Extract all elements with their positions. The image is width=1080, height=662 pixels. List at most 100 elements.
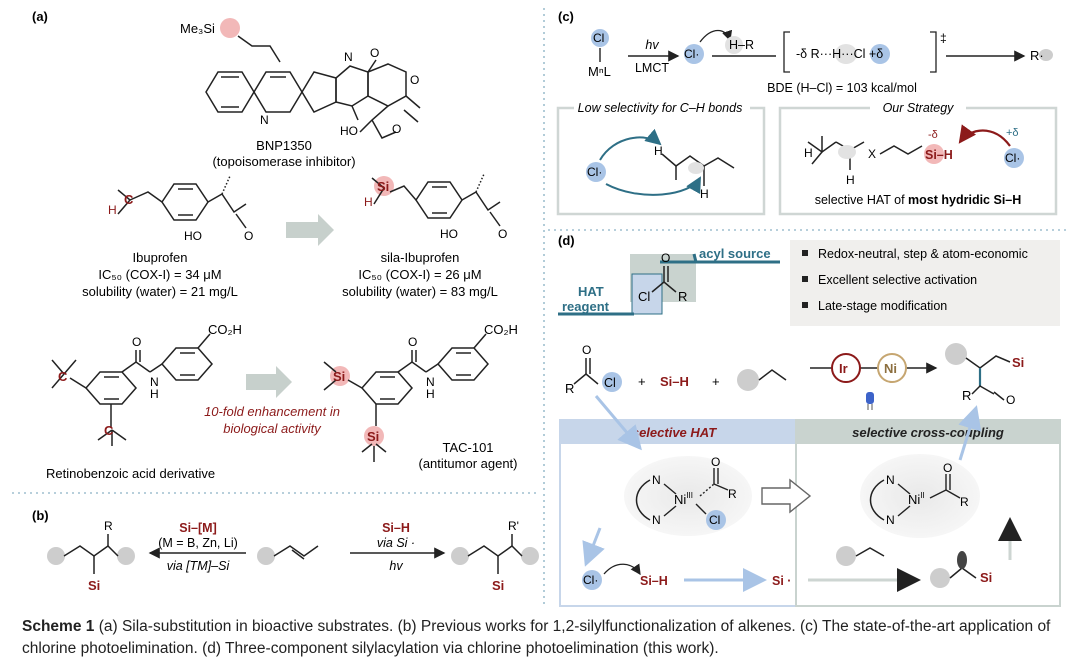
d-hat-2: reagent bbox=[562, 299, 610, 314]
bnp-o-ring: O bbox=[410, 73, 419, 87]
sila-ibuprofen-name: sila-Ibuprofen bbox=[381, 250, 460, 265]
c-cl-radical: Cl· bbox=[684, 47, 699, 61]
caption-text: (a) Sila-substitution in bioactive subst… bbox=[22, 618, 1051, 657]
sila-o: O bbox=[498, 227, 507, 241]
c-hr: H–R bbox=[729, 38, 754, 52]
low-sel-h2: H bbox=[700, 187, 709, 201]
ibu-h: H bbox=[108, 203, 117, 217]
d-product-r: R bbox=[962, 388, 971, 403]
low-sel-h1: H bbox=[654, 144, 663, 158]
b-right-r: R' bbox=[508, 519, 519, 533]
enhancement-line1: 10-fold enhancement in bbox=[204, 404, 340, 419]
c-dagger: ‡ bbox=[940, 31, 947, 45]
bnp-ho: HO bbox=[340, 124, 358, 138]
d-si-h: Si–H bbox=[660, 374, 689, 389]
ret-o: O bbox=[132, 335, 141, 349]
ret-n: N bbox=[150, 375, 159, 389]
tac-n: N bbox=[426, 375, 435, 389]
c-lmct: LMCT bbox=[635, 61, 669, 75]
b-left-reagent: Si–[M] bbox=[179, 521, 217, 535]
cc-header bbox=[796, 420, 1060, 444]
strategy-plus-delta: +δ bbox=[1006, 127, 1019, 139]
b-left-r: R bbox=[104, 519, 113, 533]
bnp-o-carbonyl: O bbox=[392, 122, 401, 136]
strategy-caption: selective HAT of most hydridic Si–H bbox=[815, 193, 1022, 207]
bnp-o-atom: O bbox=[370, 46, 379, 60]
figure-caption: Scheme 1 (a) Sila-substitution in bioact… bbox=[22, 616, 1062, 660]
d-o: O bbox=[661, 251, 670, 265]
c-transition-state: -δ R···H···Cl +δ bbox=[796, 47, 883, 61]
ni3-cl: Cl bbox=[709, 513, 720, 527]
bnp-name: BNP1350 bbox=[256, 138, 312, 153]
sel-hat-label: selective HAT bbox=[632, 425, 717, 440]
d-ir: Ir bbox=[839, 361, 848, 376]
d-r: R bbox=[678, 289, 687, 304]
tac101-structure bbox=[323, 333, 489, 462]
hollow-arrow bbox=[761, 478, 812, 514]
ni3-n2: N bbox=[652, 513, 661, 527]
tac-description: (antitumor agent) bbox=[419, 456, 518, 471]
c-bde: BDE (H–Cl) = 103 kcal/mol bbox=[767, 81, 917, 95]
d-product-si: Si bbox=[1012, 355, 1024, 370]
low-sel-cl: Cl· bbox=[587, 165, 602, 179]
strategy-si-h: Si–H bbox=[925, 148, 953, 162]
d-reactant-r: R bbox=[565, 381, 574, 396]
ni3-n1: N bbox=[652, 473, 661, 487]
ni2-r: R bbox=[960, 495, 969, 509]
tac-si-top: Si bbox=[333, 369, 345, 384]
tac-nh: H bbox=[426, 387, 435, 401]
ni3-metal: NiIII bbox=[674, 491, 693, 507]
panel-c-label: (c) bbox=[558, 9, 574, 24]
d-plus-1: + bbox=[638, 374, 646, 389]
led-icon bbox=[866, 392, 874, 404]
low-selectivity-title: Low selectivity for C–H bonds bbox=[578, 101, 743, 115]
d-cl-radical: Cl· bbox=[583, 573, 598, 587]
b-left-si: Si bbox=[88, 578, 100, 593]
caption-label: Scheme 1 bbox=[22, 618, 95, 635]
bnp-n-atom-2: N bbox=[344, 50, 353, 64]
low-selectivity-box bbox=[556, 106, 766, 216]
sila-ibuprofen-solubility: solubility (water) = 83 mg/L bbox=[342, 284, 498, 299]
tms-label: Me₃Si bbox=[180, 21, 215, 36]
strategy-cl: Cl· bbox=[1005, 151, 1020, 165]
ni2-symbol: Ni bbox=[908, 492, 920, 507]
panel-d: (d) acyl source HAT reagent Cl R O Redox… bbox=[558, 233, 1061, 607]
sila-si: Si bbox=[377, 179, 389, 194]
d-ni: Ni bbox=[884, 361, 897, 376]
ibuprofen-ic50: IC₅₀ (COX-I) = 34 μM bbox=[98, 267, 221, 282]
panel-b-label: (b) bbox=[32, 508, 49, 523]
hat-header bbox=[560, 420, 796, 444]
strategy-caption-pre: selective HAT of bbox=[815, 193, 908, 207]
bnp-description: (topoisomerase inhibitor) bbox=[212, 154, 355, 169]
d-plus-2: + bbox=[712, 374, 720, 389]
ret-c-bottom: C bbox=[104, 423, 114, 438]
ret-c-top: C bbox=[58, 369, 68, 384]
d-cl: Cl bbox=[638, 289, 650, 304]
c-mnl: MⁿL bbox=[588, 64, 611, 79]
sila-ibuprofen-ic50: IC₅₀ (COX-I) = 26 μM bbox=[358, 267, 481, 282]
panel-b: (b) R Si Si–[M] (M = B, Zn, Li) via [TM]… bbox=[32, 508, 539, 593]
ibuprofen-structure bbox=[117, 175, 247, 229]
b-left-via: via [TM]–Si bbox=[167, 559, 231, 573]
tac-co2h: CO₂H bbox=[484, 322, 518, 337]
panel-c: (c) Cl MⁿL hv LMCT Cl· H–R -δ R···H···Cl… bbox=[556, 9, 1058, 216]
strategy-h2: H bbox=[846, 173, 855, 187]
tac-si-bottom: Si bbox=[367, 429, 379, 444]
sila-ho: HO bbox=[440, 227, 458, 241]
b-right-reagent: Si–H bbox=[382, 521, 410, 535]
feature-1: Redox-neutral, step & atom-economic bbox=[818, 247, 1028, 261]
ibuprofen-solubility: solubility (water) = 21 mg/L bbox=[82, 284, 238, 299]
panel-a: (a) Me₃Si N N bbox=[32, 9, 518, 481]
d-si-product: Si bbox=[980, 570, 992, 585]
feature-3: Late-stage modification bbox=[818, 299, 947, 313]
ni3-ox: III bbox=[686, 491, 693, 500]
c-hv: hv bbox=[645, 38, 659, 52]
d-hat-1: HAT bbox=[578, 284, 604, 299]
ni3-symbol: Ni bbox=[674, 492, 686, 507]
c-product-radical: R· bbox=[1030, 48, 1044, 63]
our-strategy-title: Our Strategy bbox=[883, 101, 955, 115]
ni2-metal: NiII bbox=[908, 491, 925, 507]
ni2-n2: N bbox=[886, 513, 895, 527]
ret-nh: H bbox=[150, 387, 159, 401]
